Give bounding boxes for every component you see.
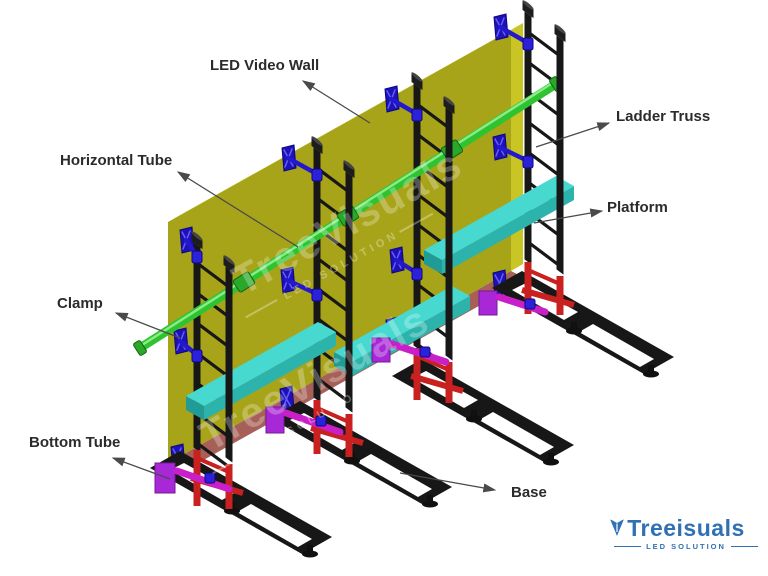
label-ladder-truss: Ladder Truss — [616, 108, 710, 125]
base-frame-1 — [150, 451, 332, 558]
label-horizontal-tube: Horizontal Tube — [60, 152, 172, 169]
part-labels: LED Video Wall Horizontal Tube Ladder Tr… — [29, 57, 710, 501]
ladder-truss-3-back — [411, 72, 449, 369]
platform-3 — [424, 176, 574, 274]
bottom-tube-1 — [154, 462, 233, 494]
logo-brand-prefix: Tree — [627, 515, 677, 541]
leader-arrows — [111, 80, 611, 493]
leader-led-video-wall — [301, 80, 371, 124]
red-section-3 — [410, 348, 464, 403]
base-foot — [643, 365, 659, 378]
ladder-truss-3-front — [443, 96, 455, 361]
red-section-4 — [521, 262, 575, 315]
label-platform: Platform — [607, 199, 668, 216]
logo-v-icon — [610, 519, 624, 536]
label-bottom-tube: Bottom Tube — [29, 434, 120, 451]
leader-bottom-tube — [111, 457, 171, 480]
leader-clamp — [114, 312, 181, 339]
clamp-arm — [183, 237, 203, 264]
clamp-arm — [284, 277, 323, 302]
ladder-truss-2-front — [343, 160, 355, 413]
logo-tagline-text: LED SOLUTION — [646, 542, 726, 551]
wall-top-edge — [168, 23, 523, 222]
bottom-tube-3 — [371, 337, 450, 366]
clamp-arms — [177, 24, 534, 363]
logo-brand-suffix: isuals — [676, 515, 745, 541]
leader-ladder-truss — [535, 122, 611, 148]
leader-base — [399, 472, 497, 493]
base-foot — [302, 545, 318, 558]
base-foot — [566, 322, 582, 335]
logo-dash-right — [730, 545, 758, 548]
logo-dash-left — [614, 545, 642, 548]
clamp-arm — [496, 144, 534, 169]
clamp-arm — [497, 24, 534, 51]
tube-end-cap — [133, 340, 147, 356]
clamp-arm — [393, 257, 423, 281]
logo-brand: Tree isuals — [608, 516, 764, 540]
clamp-arm — [285, 155, 323, 182]
label-base: Base — [511, 484, 547, 501]
leader-horizontal-tube — [176, 171, 299, 248]
leader-platform — [533, 208, 604, 224]
label-clamp: Clamp — [57, 295, 103, 312]
base-foot — [466, 410, 482, 423]
logo-tagline: LED SOLUTION — [608, 542, 764, 551]
clamp-arm — [177, 338, 203, 363]
bottom-tube-2 — [265, 406, 344, 436]
red-base-sections — [190, 262, 575, 509]
clamp-arm — [388, 96, 423, 122]
bottom-tubes — [154, 290, 549, 494]
bottom-tube-4 — [478, 290, 549, 316]
platform-1 — [186, 322, 336, 420]
tube-coupler — [232, 271, 256, 293]
base-frame-4 — [492, 271, 674, 378]
base-foot — [422, 495, 438, 508]
base-foot — [543, 453, 559, 466]
ladder-truss-1-front — [223, 255, 235, 463]
ladder-truss-front-rails — [223, 24, 566, 463]
treevisuals-logo: Tree isuals LED SOLUTION — [608, 516, 764, 551]
label-led-video-wall: LED Video Wall — [210, 57, 319, 74]
ladder-truss-4-front — [554, 24, 566, 275]
